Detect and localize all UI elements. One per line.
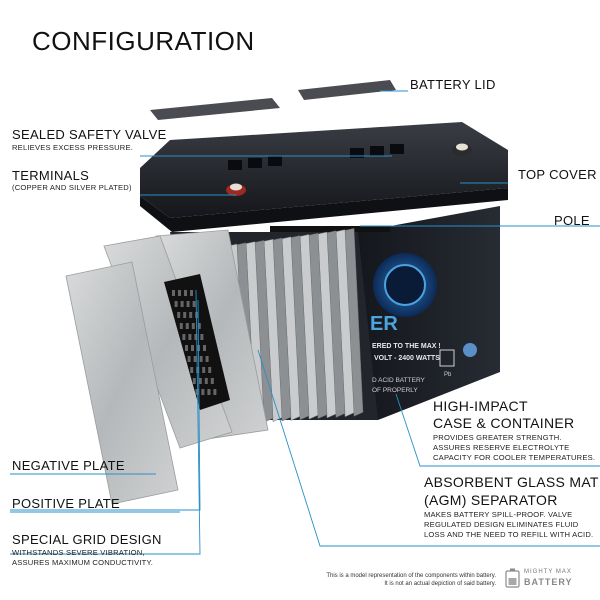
label-pole: POLE (554, 213, 590, 228)
label-high-impact-2: CASE & CONTAINER (433, 415, 575, 431)
grid-cell (189, 312, 193, 318)
grid-cell (191, 345, 194, 351)
grid-cell (191, 323, 195, 329)
grid-cell (210, 378, 214, 384)
disclaimer: This is a model representation of the co… (326, 572, 496, 588)
disclaimer-line2: It is not an actual depiction of said ba… (384, 581, 496, 587)
grid-cell (177, 312, 181, 318)
recycle-bin-icon (439, 349, 455, 367)
grid-cell (180, 301, 184, 307)
grid-cell (208, 367, 212, 373)
grid-cell (190, 290, 193, 296)
label-high-impact-sub-2: ASSURES RESERVE ELECTROLYTE (433, 443, 570, 452)
grid-cell (185, 345, 188, 351)
label-battery-lid: BATTERY LID (410, 77, 496, 92)
grid-cell (199, 356, 203, 362)
leader-lines (10, 90, 600, 555)
grid-cell (213, 389, 217, 395)
negative-plate-shape (65, 261, 179, 505)
label-terminals: TERMINALS (12, 168, 90, 183)
battery-lid-left (150, 98, 280, 120)
battery-face-line1: D ACID BATTERY (372, 377, 426, 384)
label-agm-sub-1: MAKES BATTERY SPILL-PROOF. VALVE (424, 510, 573, 519)
grid-cell (207, 389, 211, 395)
grid-cell (200, 334, 204, 340)
grid-cell (190, 367, 194, 373)
label-sealed-valve: SEALED SAFETY VALVE (12, 127, 167, 142)
grid-cell (182, 334, 186, 340)
grid-cell (188, 334, 192, 340)
page-title: CONFIGURATION (32, 26, 255, 56)
battery-lid-right (298, 80, 396, 100)
grid-cell (172, 290, 175, 296)
grid-cell (193, 356, 197, 362)
grid-cell (186, 301, 190, 307)
grid-cell (198, 378, 202, 384)
label-grid-design: SPECIAL GRID DESIGN (12, 532, 162, 547)
logo-bottom-text: BATTERY (524, 577, 573, 587)
label-agm-sub-2: REGULATED DESIGN ELIMINATES FLUID (424, 520, 579, 529)
battery-logo-icon (505, 568, 520, 588)
label-grid-sub-2: ASSURES MAXIMUM CONDUCTIVITY. (12, 558, 154, 567)
lead-symbol: Pb (444, 372, 452, 378)
grid-cell (174, 301, 178, 307)
label-agm-1: ABSORBENT GLASS MAT (424, 474, 599, 490)
grid-cell (201, 389, 205, 395)
label-sealed-valve-sub: RELIEVES EXCESS PRESSURE. (12, 143, 134, 152)
label-positive-plate: POSITIVE PLATE (12, 496, 120, 511)
label-high-impact-sub-1: PROVIDES GREATER STRENGTH. (433, 433, 562, 442)
grid-cell (196, 367, 200, 373)
logo-top-text: MIGHTY MAX (524, 569, 572, 575)
label-agm-sub-3: LOSS AND THE NEED TO REFILL WITH ACID. (424, 530, 594, 539)
battery-spec: VOLT - 2400 WATTS (374, 355, 440, 362)
label-agm-2: (AGM) SEPARATOR (424, 492, 558, 508)
label-negative-plate: NEGATIVE PLATE (12, 458, 125, 473)
grid-cell (185, 323, 189, 329)
grid-cell (192, 378, 196, 384)
grid-cell (195, 389, 199, 395)
battery-face-line2: OF PROPERLY (372, 387, 418, 394)
grid-cell (178, 290, 181, 296)
label-grid-sub-1: WITHSTANDS SEVERE VIBRATION, (12, 548, 145, 557)
battery-brand-fragment: ER (370, 313, 398, 335)
grid-cell (187, 356, 191, 362)
grid-cell (184, 290, 187, 296)
grid-cell (183, 312, 187, 318)
label-terminals-sub: (COPPER AND SILVER PLATED) (12, 183, 132, 192)
battery-slogan: ERED TO THE MAX ! (372, 343, 441, 350)
grid-cell (179, 323, 183, 329)
label-high-impact-1: HIGH-IMPACT (433, 398, 528, 414)
grid-cell (192, 301, 196, 307)
grid-cell (205, 356, 209, 362)
disclaimer-line1: This is a model representation of the co… (326, 573, 496, 579)
grid-cell (204, 378, 208, 384)
grid-cell (203, 345, 206, 351)
grid-cell (202, 367, 206, 373)
grid-cell (194, 334, 198, 340)
top-cover (140, 122, 508, 232)
label-high-impact-sub-3: CAPACITY FOR COOLER TEMPERATURES. (433, 453, 596, 462)
label-top-cover: TOP COVER (518, 167, 597, 182)
brand-logo: MIGHTY MAX BATTERY (505, 566, 595, 590)
grid-cell (197, 323, 201, 329)
recycle-icon (463, 343, 477, 357)
